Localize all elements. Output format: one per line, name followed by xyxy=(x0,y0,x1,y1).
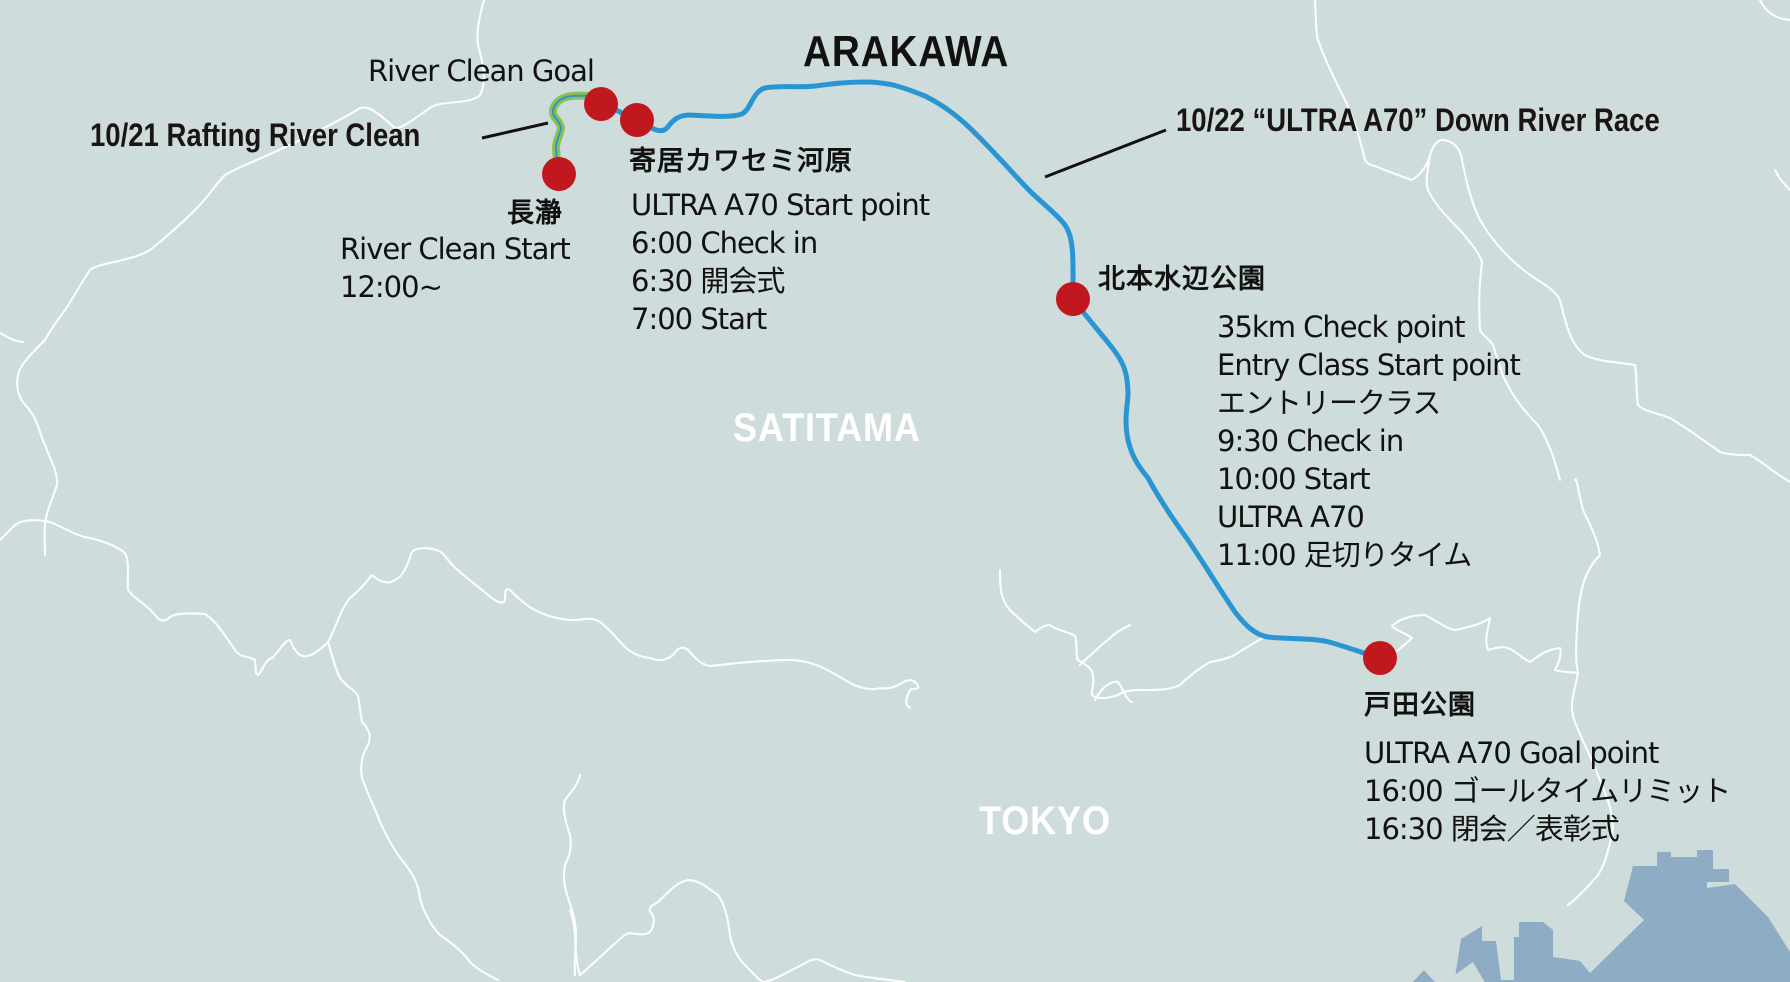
marker-nagatoro[interactable] xyxy=(542,157,576,191)
river-name-label: ARAKAWA xyxy=(803,27,1010,76)
station-name-yorii-kawasemi: 寄居カワセミ河原 xyxy=(629,146,853,177)
marker-yorii-kawasemi[interactable] xyxy=(620,103,654,137)
leader-line-race xyxy=(1044,128,1167,179)
region-label-saitama: SATITAMA xyxy=(733,406,921,450)
info-line: 12:00~ xyxy=(340,270,443,304)
yorii-kawasemi-info: ULTRA A70 Start point 6:00 Check in 6:30… xyxy=(631,186,930,338)
info-line: 11:00 足切りタイム xyxy=(1217,538,1472,572)
river-clean-goal-info: River Clean Goal xyxy=(368,52,595,90)
leader-line-rafting xyxy=(481,121,549,140)
info-line: River Clean Goal xyxy=(368,54,595,88)
info-line: 6:00 Check in xyxy=(631,226,818,260)
info-line: ULTRA A70 Start point xyxy=(631,188,930,222)
region-label-tokyo: TOKYO xyxy=(979,799,1111,843)
marker-kitamoto[interactable] xyxy=(1056,282,1090,316)
info-line: 10:00 Start xyxy=(1217,462,1371,496)
info-line: 16:30 閉会／表彰式 xyxy=(1364,812,1620,846)
nagatoro-info: River Clean Start 12:00~ xyxy=(340,230,571,306)
toda-info: ULTRA A70 Goal point 16:00 ゴールタイムリミット 16… xyxy=(1364,734,1731,848)
marker-toda[interactable] xyxy=(1363,641,1397,675)
station-name-kitamoto: 北本水辺公園 xyxy=(1098,264,1266,295)
info-line: 6:30 開会式 xyxy=(631,264,785,298)
info-line: River Clean Start xyxy=(340,232,571,266)
info-line: 16:00 ゴールタイムリミット xyxy=(1364,774,1731,808)
marker-river-clean-goal[interactable] xyxy=(584,87,618,121)
kitamoto-info: 35km Check point Entry Class Start point… xyxy=(1217,308,1521,574)
info-line: ULTRA A70 xyxy=(1217,500,1365,534)
arakawa-river-route xyxy=(598,79,1383,661)
info-line: 9:30 Check in xyxy=(1217,424,1404,458)
station-name-nagatoro: 長瀞 xyxy=(507,198,563,229)
info-line: エントリークラス xyxy=(1217,386,1441,420)
tokyo-bay xyxy=(1412,850,1790,982)
info-line: 7:00 Start xyxy=(631,302,767,336)
station-name-toda: 戸田公園 xyxy=(1364,690,1476,721)
info-line: Entry Class Start point xyxy=(1217,348,1521,382)
info-line: 35km Check point xyxy=(1217,310,1466,344)
info-line: ULTRA A70 Goal point xyxy=(1364,736,1659,770)
event-label-down-river-race: 10/22 “ULTRA A70” Down River Race xyxy=(1176,102,1660,138)
event-label-rafting: 10/21 Rafting River Clean xyxy=(90,117,421,153)
